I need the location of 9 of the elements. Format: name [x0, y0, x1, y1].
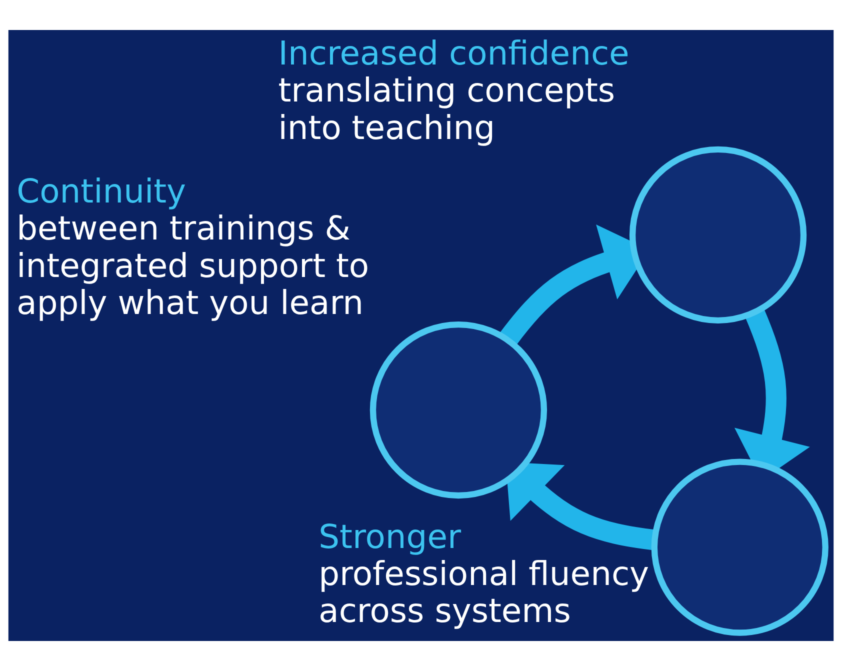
node-label: between trainings & integrated support to apply what you learn — [16, 208, 370, 322]
node-circle — [370, 321, 548, 499]
node-circle — [629, 146, 807, 324]
node-label: Increased confidence — [278, 34, 630, 73]
node-label: Continuity — [16, 172, 186, 211]
node-circle — [651, 458, 828, 636]
node-label: translating concepts into teaching — [278, 70, 616, 147]
node-label: professional fluency across systems — [318, 554, 650, 630]
node-label: Stronger — [318, 516, 462, 556]
